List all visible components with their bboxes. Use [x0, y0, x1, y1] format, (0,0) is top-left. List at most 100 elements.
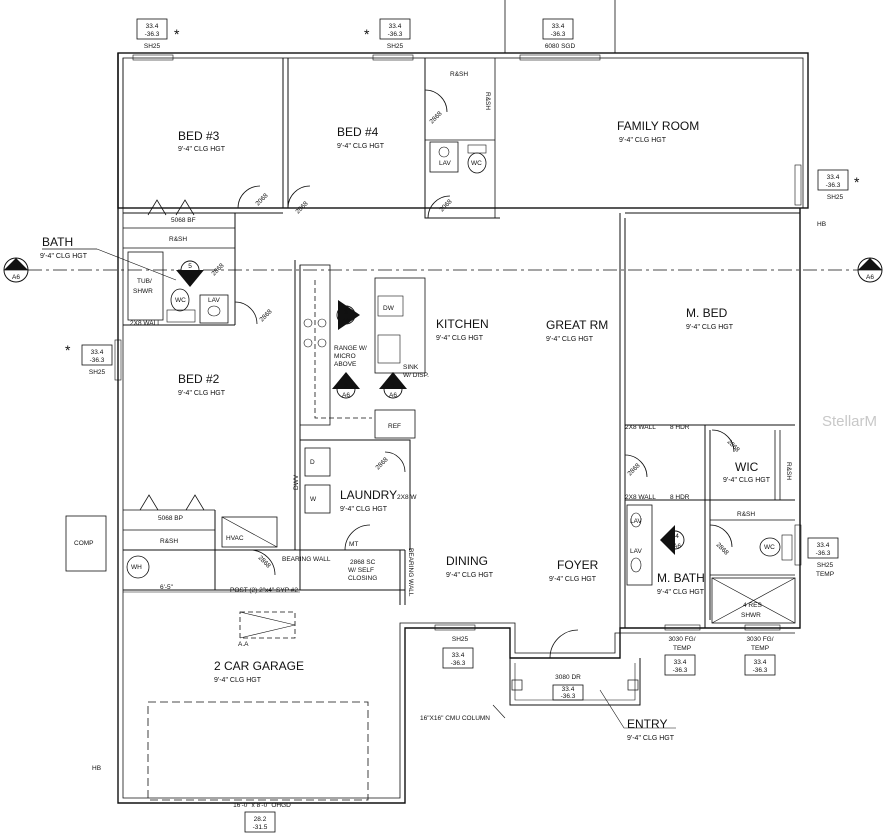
svg-text:16'-0" x 8'-0" OHGD: 16'-0" x 8'-0" OHGD	[233, 802, 291, 809]
window-tag: 33.4 -36.3 SH25	[387, 23, 404, 50]
svg-text:MT: MT	[349, 541, 358, 548]
svg-text:2868: 2868	[726, 438, 741, 453]
window-tag: 33.4 -36.3 6080 SGD	[545, 23, 576, 50]
svg-text:TEMP: TEMP	[816, 571, 834, 578]
svg-text:-36.3: -36.3	[753, 667, 768, 674]
svg-text:A6: A6	[342, 318, 350, 325]
svg-text:9'-4" CLG HGT: 9'-4" CLG HGT	[619, 137, 667, 144]
svg-text:2X8 WALL: 2X8 WALL	[625, 424, 656, 431]
svg-text:2068: 2068	[438, 198, 453, 213]
elevation-marker-1: 1	[391, 383, 395, 390]
room-bath: BATH	[42, 235, 73, 249]
svg-text:3030 FG/: 3030 FG/	[746, 636, 773, 643]
svg-text:WC: WC	[175, 297, 186, 304]
svg-text:HB: HB	[817, 221, 826, 228]
svg-text:MICRO: MICRO	[334, 353, 356, 360]
svg-text:33.4: 33.4	[754, 659, 767, 666]
svg-text:-36.3: -36.3	[451, 660, 466, 667]
room-kitchen: KITCHEN	[436, 317, 489, 331]
svg-text:9'-4" CLG HGT: 9'-4" CLG HGT	[178, 146, 226, 153]
svg-text:SHWR: SHWR	[741, 612, 761, 619]
fixture-label: R&SH	[169, 236, 187, 243]
elevation-marker-5: 5	[188, 263, 192, 270]
svg-text:33.4: 33.4	[146, 23, 159, 30]
svg-text:8 HDR: 8 HDR	[670, 424, 690, 431]
svg-text:9'-4" CLG HGT: 9'-4" CLG HGT	[627, 735, 675, 742]
svg-text:B: B	[14, 263, 18, 270]
svg-text:SINK: SINK	[403, 364, 419, 371]
svg-text:9'-4" CLG HGT: 9'-4" CLG HGT	[214, 677, 262, 684]
window-tag: 33.4 -36.3 SH25	[826, 174, 844, 201]
elevation-marker-3: 3	[344, 309, 348, 316]
svg-text:-36.3: -36.3	[816, 550, 831, 557]
svg-text:SH25: SH25	[452, 636, 469, 643]
svg-text:*: *	[364, 26, 370, 42]
svg-text:SHWR: SHWR	[133, 288, 153, 295]
svg-text:*: *	[174, 26, 180, 42]
svg-text:5068 BF: 5068 BF	[171, 217, 196, 224]
svg-text:-36.3: -36.3	[561, 693, 576, 700]
svg-text:RANGE W/: RANGE W/	[334, 345, 367, 352]
fixture-label: R&SH	[450, 71, 468, 78]
svg-text:A6: A6	[342, 392, 350, 399]
room-garage: 2 CAR GARAGE	[214, 659, 304, 673]
room-laundry: LAUNDRY	[340, 488, 397, 502]
svg-text:-36.3: -36.3	[90, 357, 105, 364]
window-tag: 3030 FG/ TEMP 33.4 -36.3	[746, 636, 773, 674]
svg-text:6080 SGD: 6080 SGD	[545, 43, 576, 50]
svg-text:2868: 2868	[374, 456, 389, 471]
svg-text:*: *	[854, 174, 860, 190]
svg-text:-36.3: -36.3	[388, 31, 403, 38]
svg-text:A6: A6	[673, 543, 681, 550]
section-marker-right: B A6	[857, 257, 883, 283]
svg-text:A6: A6	[389, 392, 397, 399]
room-dining: DINING	[446, 554, 488, 568]
svg-text:LAV: LAV	[208, 297, 220, 304]
svg-text:-31.5: -31.5	[253, 824, 268, 831]
room-bed2: BED #2	[178, 372, 220, 386]
window-tag: SH25 33.4 -36.3	[451, 636, 469, 667]
svg-text:33.4: 33.4	[674, 659, 687, 666]
svg-text:2868: 2868	[258, 308, 273, 323]
svg-text:2868: 2868	[428, 110, 443, 125]
svg-text:9'-4" CLG HGT: 9'-4" CLG HGT	[686, 324, 734, 331]
svg-text:*: *	[65, 342, 71, 358]
svg-text:A6: A6	[12, 274, 20, 281]
door-tag: 3080 DR 33.4 -36.3	[555, 674, 581, 700]
svg-text:LAV: LAV	[630, 548, 642, 555]
svg-text:9'-4" CLG HGT: 9'-4" CLG HGT	[178, 390, 226, 397]
svg-text:9'-4" CLG HGT: 9'-4" CLG HGT	[723, 477, 771, 484]
watermark: StellarM	[822, 413, 877, 430]
svg-text:WC: WC	[764, 544, 775, 551]
svg-text:SH25: SH25	[89, 369, 106, 376]
svg-text:-36.3: -36.3	[673, 667, 688, 674]
room-great: GREAT RM	[546, 318, 608, 332]
fixture-label: R&SH	[737, 511, 755, 518]
svg-text:9'-4" CLG HGT: 9'-4" CLG HGT	[657, 589, 705, 596]
svg-text:4 RES: 4 RES	[743, 602, 762, 609]
svg-text:5068 BP: 5068 BP	[158, 515, 183, 522]
svg-text:A6: A6	[866, 274, 874, 281]
elevation-marker-4: 4	[675, 533, 679, 540]
svg-text:CLOSING: CLOSING	[348, 575, 377, 582]
svg-text:R&SH: R&SH	[785, 462, 792, 480]
svg-text:33.4: 33.4	[389, 23, 402, 30]
svg-text:3030 FG/: 3030 FG/	[668, 636, 695, 643]
svg-text:9'-4" CLG HGT: 9'-4" CLG HGT	[337, 143, 385, 150]
svg-text:3080 DR: 3080 DR	[555, 674, 581, 681]
room-master-bath: M. BATH	[657, 571, 705, 585]
svg-text:HVAC: HVAC	[226, 535, 244, 542]
bearing-wall-note: BEARING WALL	[282, 556, 331, 563]
svg-text:28.2: 28.2	[254, 816, 267, 823]
svg-text:DW: DW	[383, 305, 395, 312]
comp-label: COMP	[74, 540, 94, 547]
svg-text:LAV: LAV	[439, 160, 451, 167]
svg-text:9'-4" CLG HGT: 9'-4" CLG HGT	[446, 572, 494, 579]
dimension-label: 6'-5"	[160, 584, 174, 591]
column-note: 16"X16" CMU COLUMN	[420, 715, 490, 722]
svg-text:LAV: LAV	[630, 518, 642, 525]
room-foyer: FOYER	[557, 558, 599, 572]
room-entry: ENTRY	[627, 717, 667, 731]
svg-text:9'-4" CLG HGT: 9'-4" CLG HGT	[436, 335, 484, 342]
svg-text:-36.3: -36.3	[551, 31, 566, 38]
